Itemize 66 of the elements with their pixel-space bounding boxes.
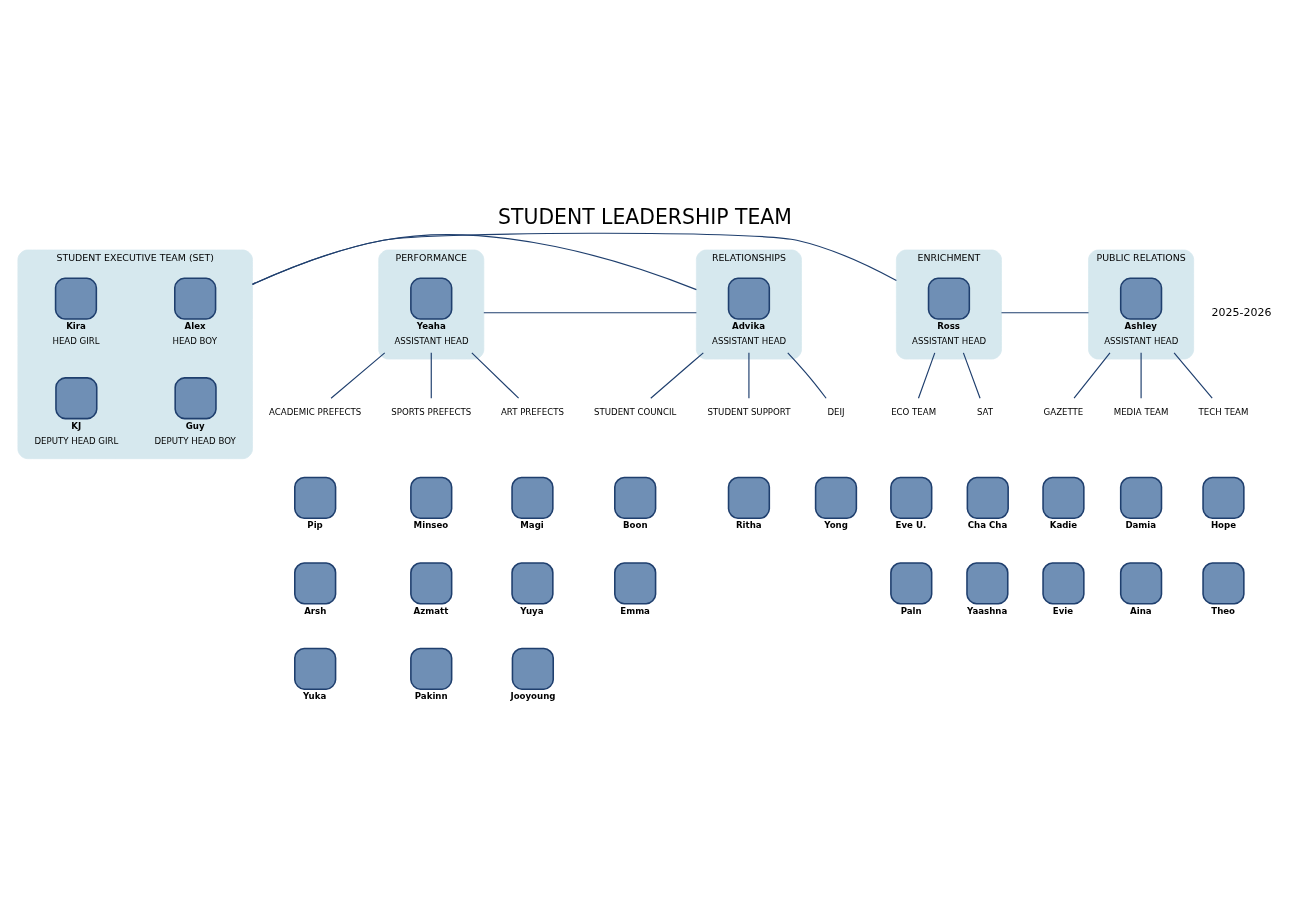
connector [650,351,704,399]
node-label: Azmatt [413,605,449,616]
connector [748,351,750,399]
connector [962,351,981,399]
node-label: DEPUTY HEAD GIRL [34,435,119,446]
node-label: Jooyoung [510,690,556,701]
node-label: ASSISTANT HEAD [912,335,987,346]
node-text: DEIJ [827,406,845,417]
node-label: Yeaha [416,320,446,331]
node-label: Cha Cha [967,519,1008,530]
node-text: STUDENT SUPPORT [707,406,791,417]
node-label: Yuka [303,690,327,701]
node-label: Ashley [1124,320,1157,331]
node-label: Pip [307,519,323,530]
connector [1140,351,1142,399]
node-label: Kadie [1049,519,1078,530]
node-text: SPORTS PREFECTS [391,406,472,417]
node-label: Pakinn [414,690,448,701]
node-label: Damia [1125,519,1157,530]
node-label: Yong [824,519,848,530]
node-label: Yuya [520,605,544,616]
connector [251,233,697,290]
connector [1173,351,1213,399]
connector [430,351,432,399]
node-label: Minseo [413,519,449,530]
node-label: Evie [1052,605,1074,616]
node-label: DEPUTY HEAD BOY [154,435,236,446]
node-label: Ritha [735,519,762,530]
node-text: SAT [976,406,994,417]
node-label: Aina [1130,605,1152,616]
node-label: Theo [1211,605,1236,616]
node-label: Advika [732,320,765,331]
node-label: Eve U. [895,519,927,530]
node-label: HEAD GIRL [52,335,100,346]
diagram-title: STUDENT LEADERSHIP TEAM [498,204,792,229]
node-label: Magi [520,519,544,530]
node-label: KJ [71,420,82,431]
node-label: ASSISTANT HEAD [1104,335,1179,346]
connector [917,351,936,399]
node-text: ART PREFECTS [500,406,564,417]
node-label: Ross [937,320,960,331]
node-label: Alex [184,320,206,331]
node-label: Emma [620,605,650,616]
node-label: Boon [623,519,648,530]
node-label: Guy [185,420,205,431]
node-label: Paln [900,605,922,616]
node-label: Arsh [304,605,327,616]
connector [787,351,827,399]
connector [330,351,386,399]
node-label: HEAD BOY [172,335,217,346]
node-label: Kira [66,320,86,331]
connector [471,351,520,399]
node-text: ACADEMIC PREFECTS [269,406,362,417]
node-label: Yaashna [966,605,1008,616]
node-text: STUDENT COUNCIL [593,406,677,417]
connector [1000,311,1090,313]
node-text: ECO TEAM [891,406,937,417]
node-text: GAZETTE [1043,406,1084,417]
connector [483,311,697,313]
label: 2025-2026 [1211,305,1272,319]
node-text: TECH TEAM [1198,406,1249,417]
node-label: Hope [1210,519,1237,530]
node-text: MEDIA TEAM [1113,406,1169,417]
connector [1073,351,1111,399]
node-label: ASSISTANT HEAD [394,335,469,346]
node-label: ASSISTANT HEAD [712,335,787,346]
